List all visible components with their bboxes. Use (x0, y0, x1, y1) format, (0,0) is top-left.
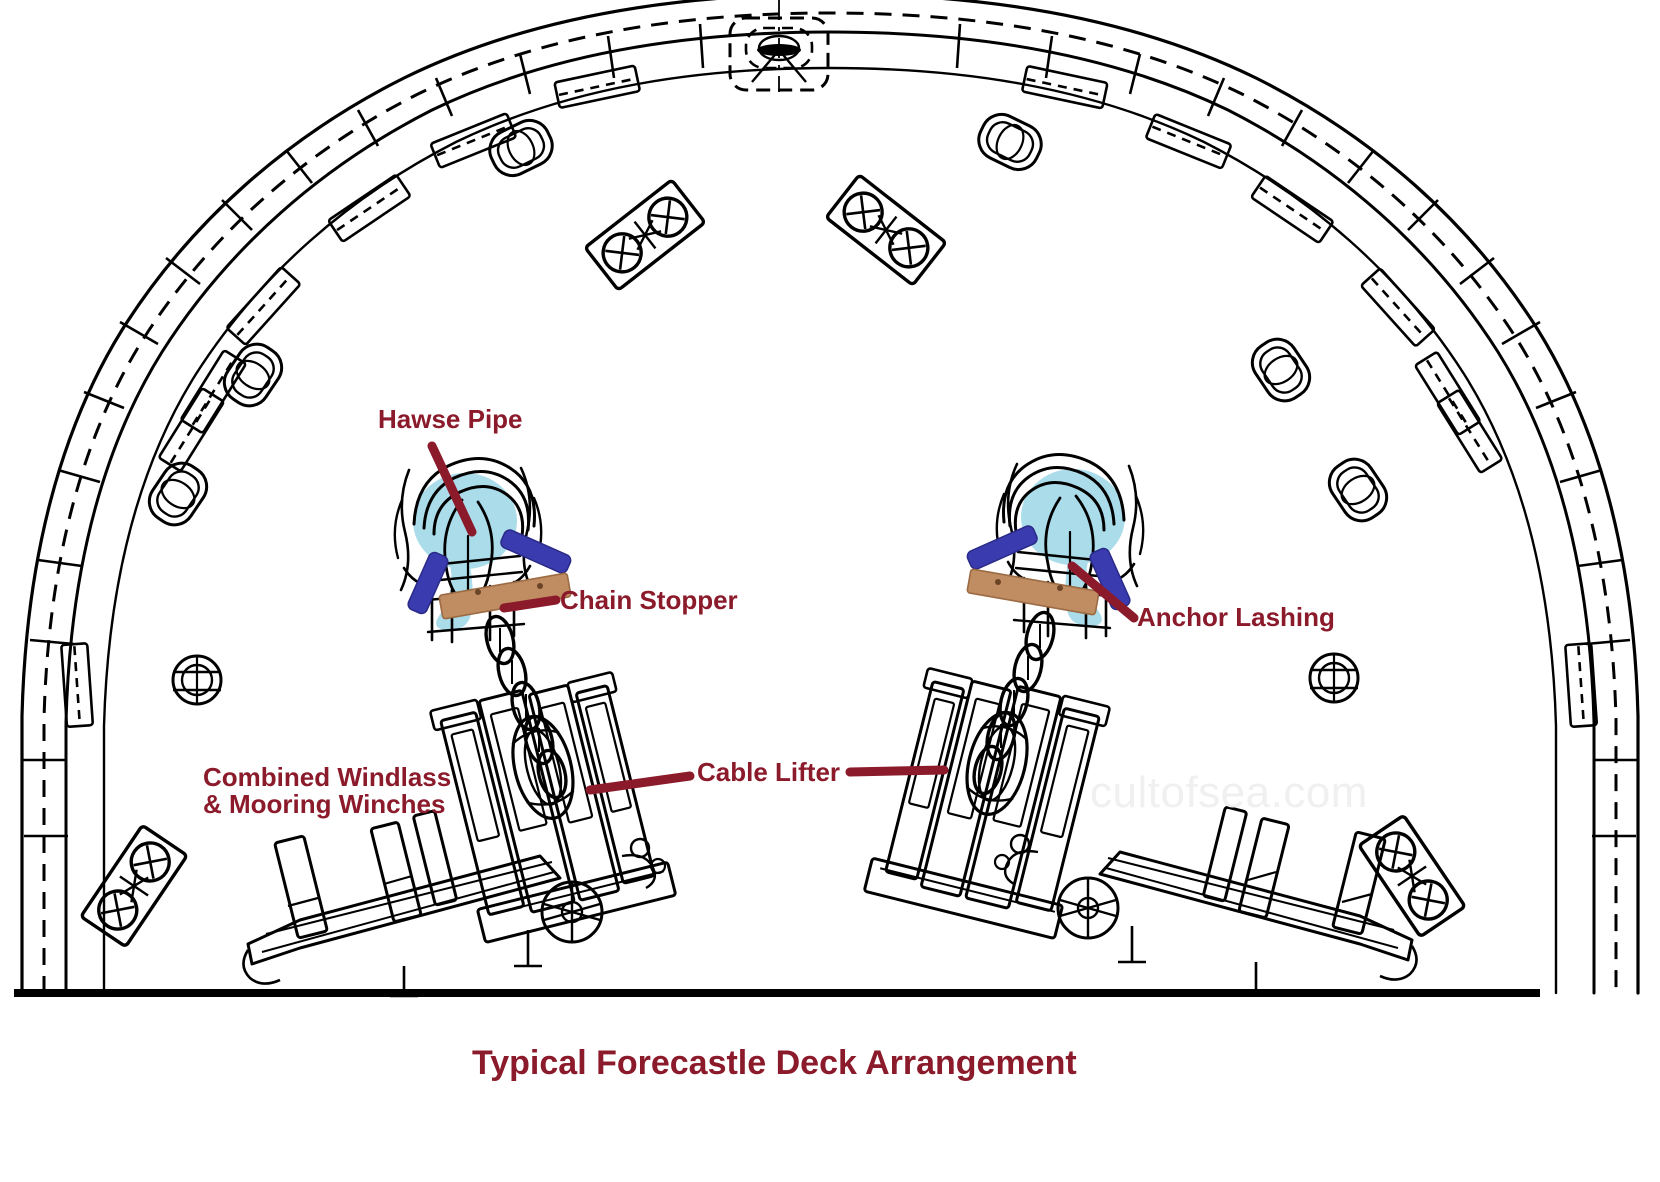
leader-cable-lifter-right (845, 765, 949, 777)
panama-chock (1250, 337, 1312, 403)
figure-title: Typical Forecastle Deck Arrangement (472, 1044, 1077, 1082)
double-bitt-bollard (80, 825, 188, 947)
leader-cable-lifter-left (585, 771, 695, 795)
bulwark-stiffener-panels (60, 64, 1598, 728)
panama-chock (147, 461, 209, 527)
label-hawse-pipe: Hawse Pipe (378, 404, 523, 434)
bow-centre-fairlead (728, 0, 830, 92)
double-bitt-bollard (825, 174, 947, 286)
bulwark-outer-edge (20, 0, 1640, 995)
deck-chock (171, 654, 223, 706)
hawse-pipe-assembly-left (393, 456, 572, 644)
watermark: cultofsea.com (1090, 768, 1368, 817)
label-combined-windlass-line1: Combined Windlass (203, 762, 452, 792)
label-chain-stopper: Chain Stopper (560, 585, 738, 615)
panama-chock-group (147, 112, 1389, 527)
combined-windlass-right (863, 667, 1418, 994)
leader-hawse-pipe (427, 441, 477, 537)
label-anchor-lashing: Anchor Lashing (1137, 602, 1335, 632)
double-bitt-bollard (584, 179, 706, 291)
panama-chock (488, 118, 554, 178)
bulwark-rail-dashed (42, 11, 1618, 993)
chain-stopper-bar-right (966, 568, 1100, 616)
label-combined-windlass-line2: & Mooring Winches (203, 789, 446, 819)
hawse-pipe-assembly-right (966, 452, 1145, 640)
bulwark-inner-edge (64, 30, 1596, 995)
deck-chock-group (171, 652, 1360, 706)
hull-frame-ticks (22, 23, 1638, 838)
deck-chock (1308, 652, 1360, 704)
deck-stringer-line (102, 66, 1558, 995)
panama-chock (1327, 457, 1389, 523)
leader-line-group (427, 441, 1139, 795)
leader-chain-stopper (499, 595, 561, 613)
leader-anchor-lashing (1067, 561, 1139, 623)
panama-chock (222, 342, 284, 408)
combined-windlass-left (242, 671, 677, 998)
panama-chock (977, 112, 1043, 172)
hull-outline-group (20, 0, 1640, 995)
anchor-lashing-bar-left (407, 529, 572, 615)
double-bitt-group (80, 174, 1466, 947)
label-cable-lifter: Cable Lifter (697, 757, 841, 787)
chain-stopper-bar-left (438, 572, 572, 620)
